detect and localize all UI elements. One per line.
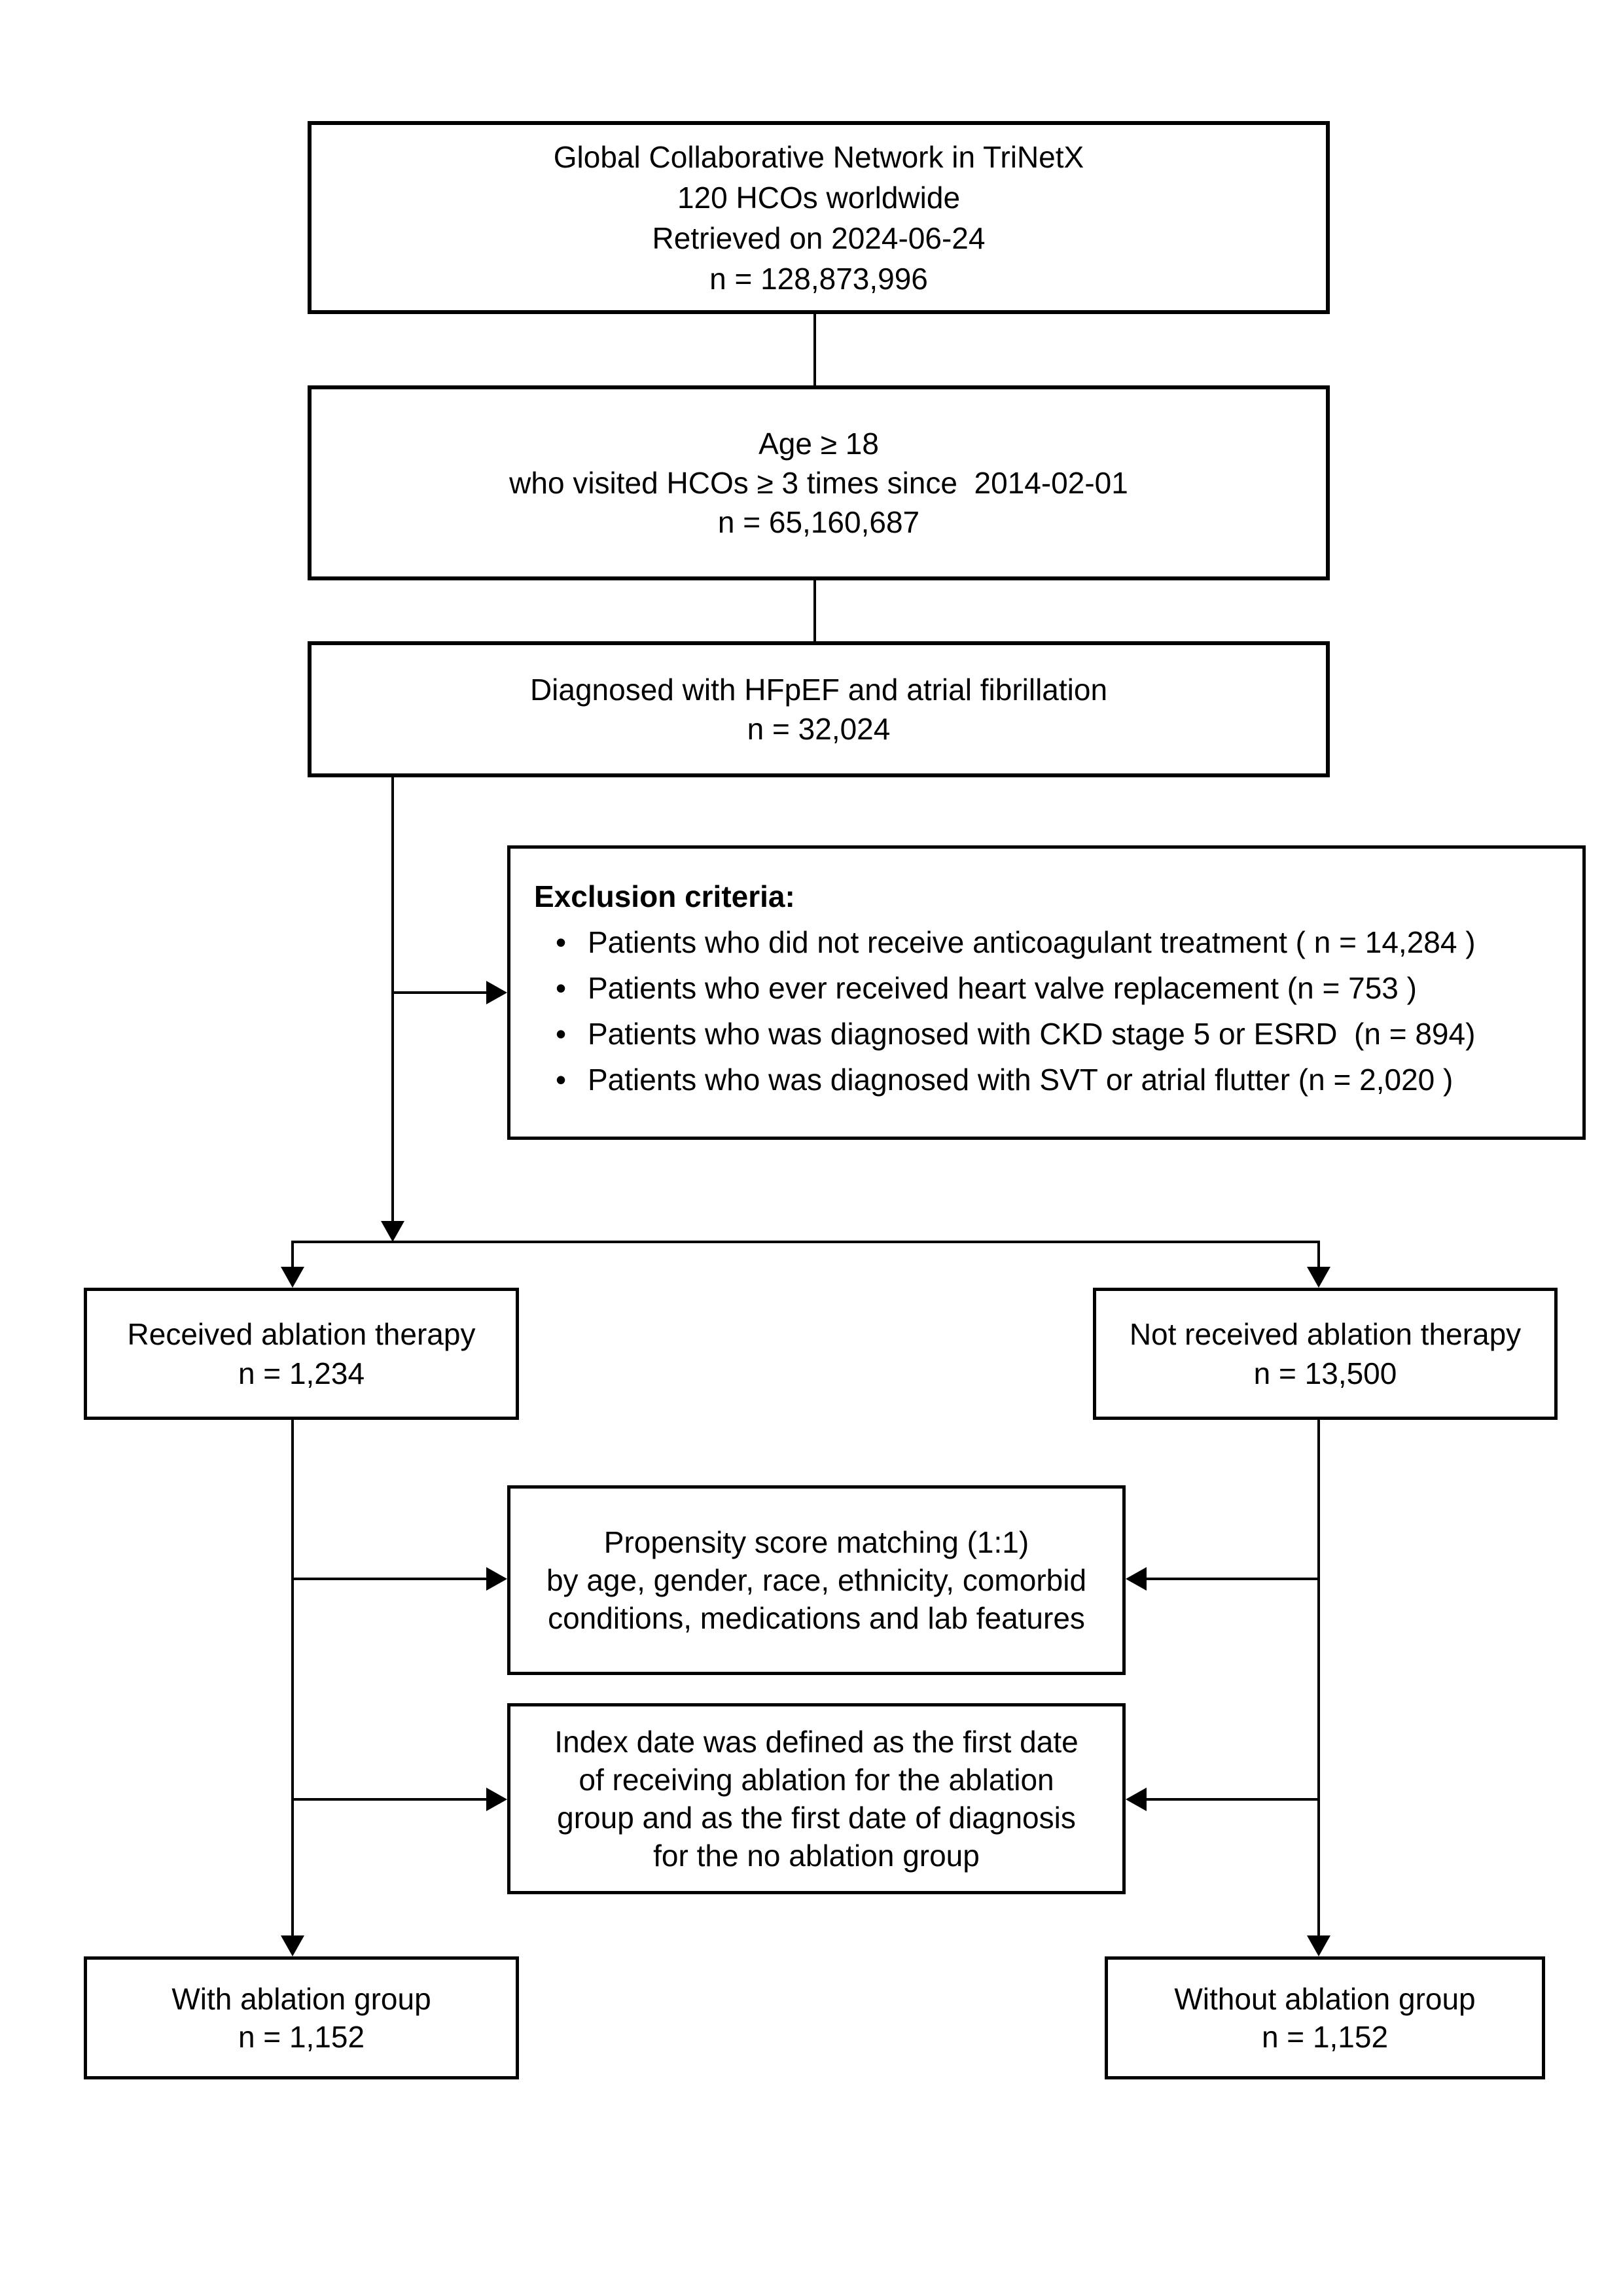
- arrowhead-right-icon: [486, 1788, 507, 1811]
- box-line: n = 1,234: [238, 1356, 365, 1390]
- exclusion-bullet-text: Patients who was diagnosed with SVT or a…: [588, 1063, 1454, 1097]
- bullet-icon: •: [555, 1017, 567, 1051]
- box-line: n = 13,500: [1253, 1356, 1397, 1390]
- box-line: for the no ablation group: [653, 1839, 980, 1873]
- network-cohort-box: Global Collaborative Network in TriNetX …: [308, 121, 1330, 314]
- connector-to-exclusion: [391, 991, 488, 994]
- box-line: Index date was defined as the first date: [554, 1725, 1079, 1759]
- box-line: Without ablation group: [1174, 1982, 1476, 2016]
- exclusion-bullet-item: • Patients who did not receive anticoagu…: [534, 919, 1567, 965]
- box-line: Global Collaborative Network in TriNetX: [553, 139, 1084, 174]
- box-line: conditions, medications and lab features: [548, 1601, 1085, 1635]
- exclusion-bullet-item: • Patients who was diagnosed with CKD st…: [534, 1011, 1567, 1057]
- connector-network-to-age: [813, 314, 816, 385]
- propensity-matching-box: Propensity score matching (1:1) by age, …: [507, 1485, 1126, 1675]
- box-line: who visited HCOs ≥ 3 times since 2014-02…: [509, 466, 1128, 500]
- box-line: 120 HCOs worldwide: [677, 180, 961, 215]
- bullet-icon: •: [555, 925, 567, 959]
- exclusion-bullet-text: Patients who did not receive anticoagula…: [588, 925, 1476, 959]
- arrowhead-left-icon: [1126, 1788, 1147, 1811]
- box-line: n = 1,152: [238, 2020, 365, 2054]
- box-line: n = 128,873,996: [709, 261, 928, 296]
- bullet-icon: •: [555, 1063, 567, 1097]
- age-filter-box: Age ≥ 18 who visited HCOs ≥ 3 times sinc…: [308, 385, 1330, 580]
- connector-split-to-not-received: [1317, 1241, 1320, 1268]
- connector-right-to-psm: [1147, 1578, 1319, 1580]
- index-date-box: Index date was defined as the first date…: [507, 1703, 1126, 1894]
- exclusion-criteria-box: Exclusion criteria: • Patients who did n…: [507, 845, 1586, 1140]
- connector-left-to-index: [293, 1798, 486, 1801]
- branch-split-line: [291, 1241, 1320, 1243]
- arrowhead-down-icon: [381, 1221, 404, 1242]
- without-ablation-group-box: Without ablation group n = 1,152: [1105, 1956, 1545, 2079]
- box-line: of receiving ablation for the ablation: [579, 1763, 1054, 1797]
- diagnosis-box: Diagnosed with HFpEF and atrial fibrilla…: [308, 641, 1330, 777]
- arrowhead-down-icon: [1307, 1935, 1330, 1956]
- box-line: Received ablation therapy: [127, 1317, 476, 1351]
- connector-received-to-with-group: [291, 1419, 294, 1937]
- connector-not-received-to-without-group: [1317, 1419, 1320, 1937]
- exclusion-bullet-text: Patients who ever received heart valve r…: [588, 971, 1417, 1005]
- arrowhead-right-icon: [486, 1567, 507, 1591]
- box-line: Diagnosed with HFpEF and atrial fibrilla…: [529, 673, 1108, 707]
- box-line: Propensity score matching (1:1): [603, 1525, 1029, 1559]
- arrowhead-down-icon: [281, 1267, 304, 1288]
- exclusion-header: Exclusion criteria:: [534, 879, 795, 913]
- box-line: n = 32,024: [747, 712, 891, 746]
- box-line: n = 1,152: [1261, 2020, 1389, 2054]
- connector-right-to-index: [1147, 1798, 1319, 1801]
- exclusion-bullet-item: • Patients who ever received heart valve…: [534, 965, 1567, 1011]
- arrowhead-down-icon: [281, 1935, 304, 1956]
- box-line: group and as the first date of diagnosis: [557, 1801, 1076, 1835]
- not-received-ablation-box: Not received ablation therapy n = 13,500: [1093, 1288, 1558, 1420]
- arrowhead-down-icon: [1307, 1267, 1330, 1288]
- connector-split-to-received: [291, 1241, 294, 1268]
- connector-left-to-psm: [293, 1578, 486, 1580]
- exclusion-bullet-text: Patients who was diagnosed with CKD stag…: [588, 1017, 1476, 1051]
- arrowhead-left-icon: [1126, 1567, 1147, 1591]
- box-line: Retrieved on 2024-06-24: [652, 221, 986, 255]
- connector-age-to-diagnosis: [813, 580, 816, 641]
- received-ablation-box: Received ablation therapy n = 1,234: [84, 1288, 519, 1420]
- box-line: Age ≥ 18: [758, 427, 879, 461]
- arrowhead-right-icon: [486, 981, 507, 1004]
- box-line: With ablation group: [171, 1982, 431, 2016]
- box-line: Not received ablation therapy: [1129, 1317, 1522, 1351]
- bullet-icon: •: [555, 971, 567, 1005]
- box-line: by age, gender, race, ethnicity, comorbi…: [546, 1563, 1087, 1597]
- exclusion-bullet-item: • Patients who was diagnosed with SVT or…: [534, 1057, 1567, 1103]
- connector-diagnosis-to-split: [391, 777, 394, 1222]
- box-line: n = 65,160,687: [717, 505, 920, 539]
- with-ablation-group-box: With ablation group n = 1,152: [84, 1956, 519, 2079]
